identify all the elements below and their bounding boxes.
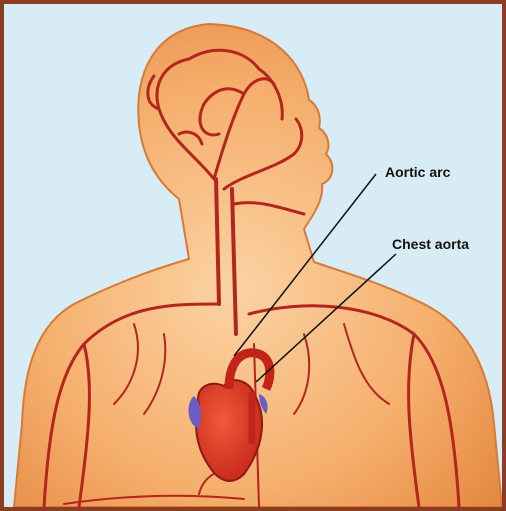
aortic-arc-label: Aortic arc — [385, 164, 450, 180]
chest-aorta-label: Chest aorta — [392, 236, 469, 252]
circulatory-illustration — [4, 4, 502, 507]
